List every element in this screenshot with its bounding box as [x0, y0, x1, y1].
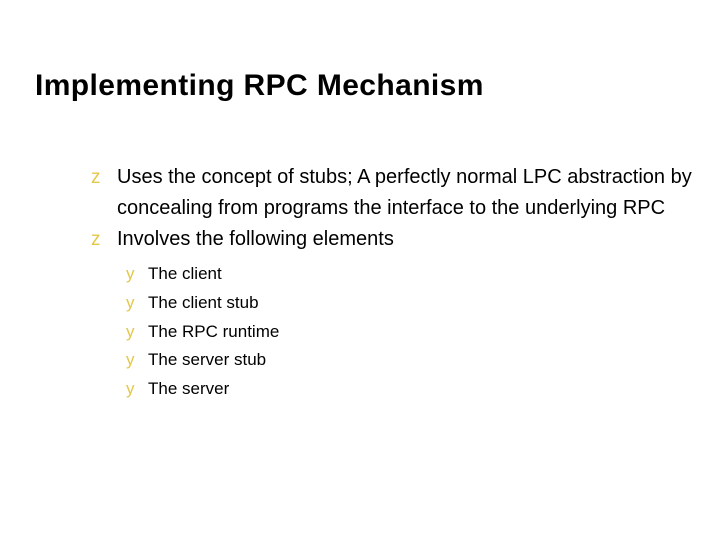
sub-bullet-list: y The client y The client stub y The RPC…: [126, 260, 700, 404]
sub-bullet-text: The client: [148, 264, 222, 283]
sub-bullet-text: The RPC runtime: [148, 321, 280, 341]
sub-bullet-text: The server: [148, 379, 230, 399]
sub-bullet-marker-icon: y: [126, 321, 135, 341]
sub-bullet-marker-icon: y: [126, 292, 135, 312]
slide-body: z Uses the concept of stubs; A perfectly…: [88, 162, 700, 404]
bullet-item-2: z Involves the following elements: [88, 224, 700, 255]
bullet-text: Involves the following elements: [117, 228, 394, 250]
sub-bullet-marker-icon: y: [126, 264, 135, 283]
sub-bullet-item-client-stub: y The client stub: [126, 289, 700, 318]
sub-bullet-item-server: y The server: [126, 375, 700, 404]
bullet-marker-icon: z: [91, 167, 101, 188]
bullet-item-1: z Uses the concept of stubs; A perfectly…: [88, 162, 700, 224]
sub-bullet-item-client: y The client: [126, 260, 700, 289]
bullet-marker-icon: z: [91, 229, 101, 250]
slide-title: Implementing RPC Mechanism: [35, 69, 484, 102]
sub-bullet-item-rpc-runtime: y The RPC runtime: [126, 318, 700, 347]
sub-bullet-marker-icon: y: [126, 350, 135, 370]
bullet-text: Uses the concept of stubs; A perfectly n…: [117, 166, 692, 219]
sub-bullet-text: The client stub: [148, 292, 259, 312]
sub-bullet-marker-icon: y: [126, 379, 135, 399]
sub-bullet-item-server-stub: y The server stub: [126, 346, 700, 375]
sub-bullet-text: The server stub: [148, 350, 267, 370]
